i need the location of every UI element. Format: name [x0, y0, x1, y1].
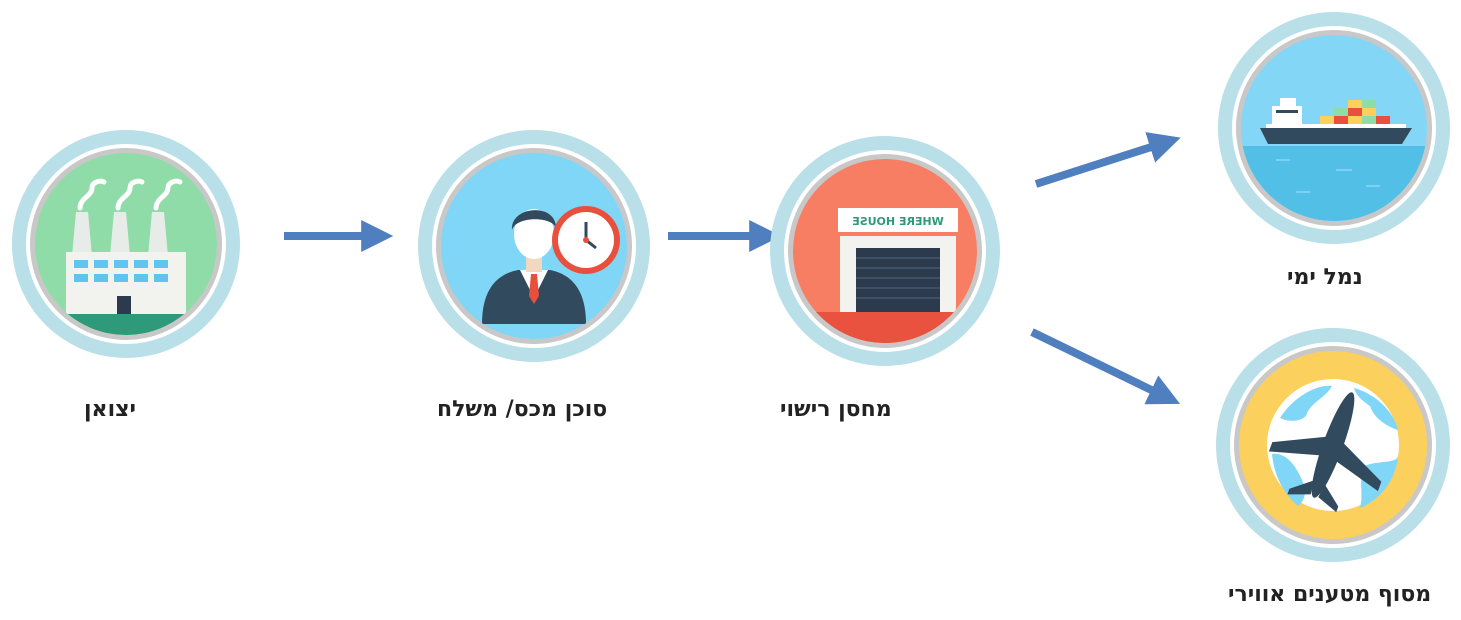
warehouse-icon: WHERE HOUSE [770, 136, 1000, 366]
label-seaport: נמל ימי [1287, 265, 1363, 290]
node-customs-agent [416, 128, 652, 364]
node-warehouse: WHERE HOUSE [768, 134, 1002, 368]
arrow-warehouse-to-air [1030, 328, 1181, 405]
label-air-terminal: מסוף מטענים אווירי [1228, 582, 1432, 607]
cargo-ship-icon [1218, 12, 1450, 244]
node-air-terminal [1214, 326, 1452, 564]
arrow-warehouse-to-seaport [1034, 132, 1181, 188]
airplane-globe-icon [1216, 328, 1450, 562]
agent-with-clock-icon [418, 130, 650, 362]
warehouse-sign-text: WHERE HOUSE [852, 215, 944, 228]
label-exporter: יצואן [84, 397, 136, 422]
node-exporter [10, 128, 242, 360]
label-customs-agent: סוכן מכס/ משלח [437, 397, 608, 422]
node-seaport [1216, 10, 1452, 246]
label-warehouse: מחסן רישוי [780, 397, 892, 422]
factory-icon [12, 130, 240, 358]
